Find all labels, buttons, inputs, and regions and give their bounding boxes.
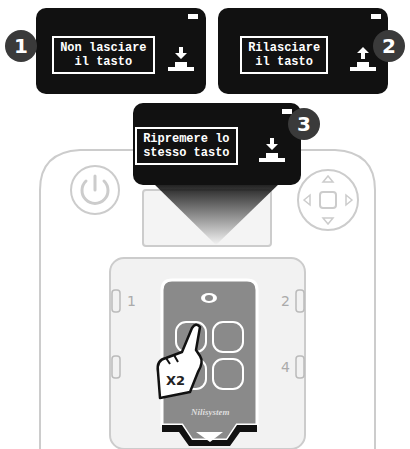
callout-number: 3: [297, 112, 311, 136]
message-box: Rilasciare il tasto: [240, 36, 328, 74]
message-box: Non lasciare il tasto: [52, 36, 155, 74]
message-text: Ripremere lo stesso tasto: [141, 132, 232, 160]
press-count: X2: [165, 373, 186, 388]
slot-number: 1: [127, 293, 136, 309]
brand-name: Nilisystem: [191, 407, 230, 417]
message-text: Rilasciare il tasto: [246, 41, 322, 69]
slot-number: 2: [281, 293, 290, 309]
callout-number: 2: [382, 34, 396, 58]
message-text: Non lasciare il tasto: [58, 41, 149, 69]
slot-number: 4: [281, 359, 290, 375]
callout-number: 1: [14, 34, 28, 58]
message-box: Ripremere lo stesso tasto: [135, 127, 238, 165]
